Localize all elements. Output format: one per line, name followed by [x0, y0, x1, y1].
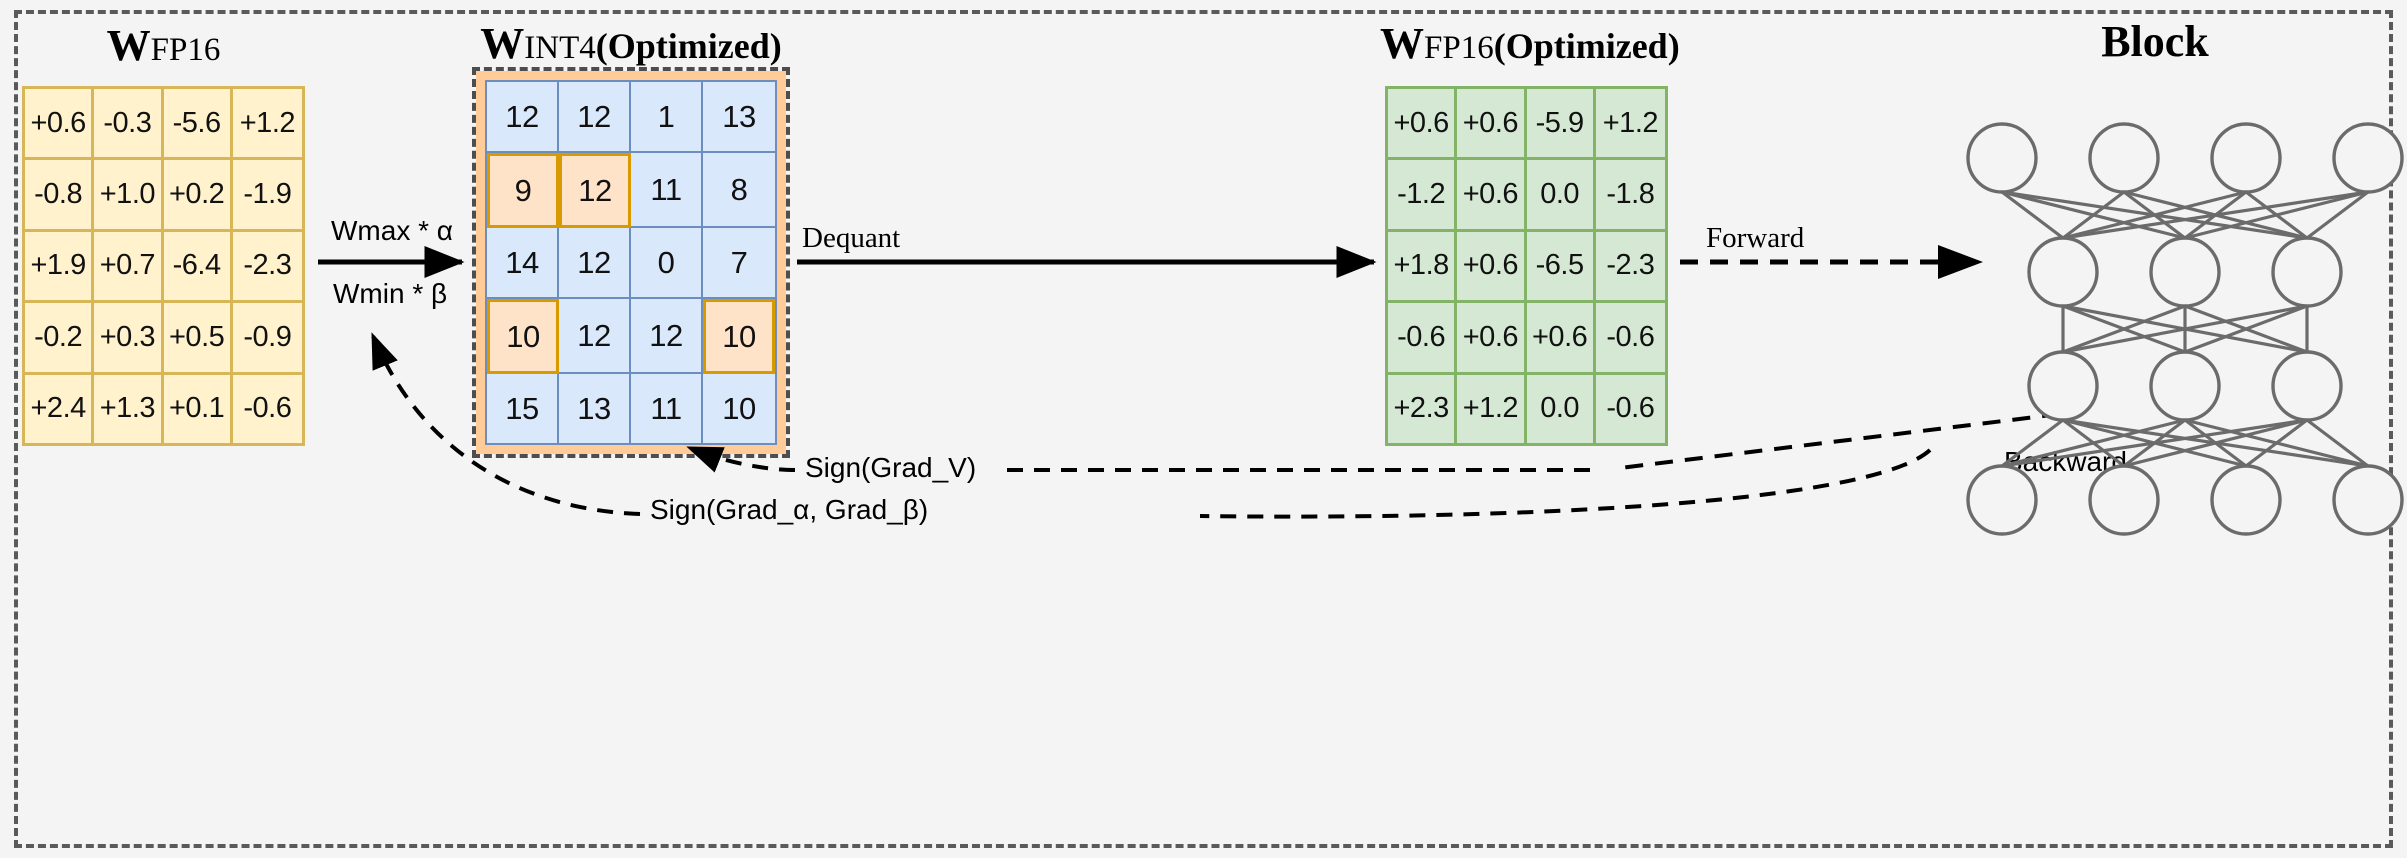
title-block-label: Block [2101, 17, 2209, 66]
matrix-cell: -0.9 [232, 303, 302, 375]
title-int4-paren: (Optimized) [595, 26, 782, 66]
matrix-cell: 12 [487, 82, 559, 153]
matrix-cell: -0.6 [1388, 303, 1458, 375]
matrix-cell: +0.6 [1457, 303, 1527, 375]
matrix-cell: 13 [703, 82, 775, 153]
outer-dashed-frame [14, 10, 2393, 848]
matrix-cell: +1.3 [94, 374, 164, 443]
matrix-cell: -0.6 [1595, 303, 1665, 375]
title-fp16-sub: FP16 [150, 32, 221, 68]
matrix-cell: 8 [703, 153, 775, 228]
matrix-cell: +0.6 [1457, 160, 1527, 232]
matrix-cell: +0.3 [94, 303, 164, 375]
matrix-cell: -1.9 [232, 160, 302, 232]
matrix-cell: -2.3 [232, 231, 302, 304]
matrix-cell: -6.5 [1526, 231, 1596, 304]
label-sign-grad-v: Sign(Grad_V) [805, 452, 977, 483]
matrix-cell: +1.8 [1388, 231, 1458, 304]
matrix-cell: 0 [631, 228, 703, 299]
matrix-cell: 10 [487, 299, 559, 374]
matrix-cell: +0.6 [1457, 89, 1527, 161]
label-backward: Backward [2004, 446, 2127, 477]
matrix-cell: -0.2 [25, 303, 95, 375]
matrix-cell: +1.2 [1457, 374, 1527, 443]
matrix-cell: +1.2 [232, 89, 302, 161]
matrix-cell: 11 [631, 374, 703, 443]
matrix-cell: 12 [559, 228, 631, 299]
matrix-cell: +1.9 [25, 231, 95, 304]
matrix-cell: 15 [487, 374, 559, 443]
matrix-cell: -1.2 [1388, 160, 1458, 232]
matrix-cell: -5.6 [163, 89, 233, 161]
label-forward: Forward [1706, 222, 1805, 254]
label-wmax-alpha: Wmax * α [331, 215, 453, 246]
matrix-cell: 0.0 [1526, 374, 1596, 443]
matrix-cell: -5.9 [1526, 89, 1596, 161]
title-block: Block [2050, 16, 2260, 67]
title-fp16-optimized: WFP16(Optimized) [1380, 18, 1680, 69]
matrix-cell: 12 [559, 153, 631, 228]
matrix-cell: -0.6 [232, 374, 302, 443]
title-fp16: WFP16 [22, 20, 305, 71]
matrix-cell: 10 [703, 374, 775, 443]
matrix-cell: 11 [631, 153, 703, 228]
matrix-cell: 12 [559, 299, 631, 374]
matrix-cell: -2.3 [1595, 231, 1665, 304]
matrix-cell: +0.6 [1526, 303, 1596, 375]
matrix-cell: -0.8 [25, 160, 95, 232]
matrix-cell: -0.6 [1595, 374, 1665, 443]
matrix-cell: 12 [559, 82, 631, 153]
matrix-cell: 14 [487, 228, 559, 299]
label-dequant: Dequant [802, 222, 901, 254]
label-wmin-beta: Wmin * β [333, 278, 448, 309]
matrix-cell: 10 [703, 299, 775, 374]
title-fp16o-sub: FP16 [1424, 30, 1494, 66]
matrix-cell: 7 [703, 228, 775, 299]
matrix-cell: +0.6 [25, 89, 95, 161]
matrix-cell: +1.0 [94, 160, 164, 232]
matrix-cell: +1.2 [1595, 89, 1665, 161]
matrix-cell: +0.6 [1388, 89, 1458, 161]
matrix-cell: 0.0 [1526, 160, 1596, 232]
matrix-cell: -1.8 [1595, 160, 1665, 232]
matrix-cell: 12 [631, 299, 703, 374]
matrix-cell: +0.7 [94, 231, 164, 304]
matrix-cell: +0.2 [163, 160, 233, 232]
title-fp16o-main: W [1380, 19, 1424, 68]
matrix-cell: +0.6 [1457, 231, 1527, 304]
matrix-cell: -0.3 [94, 89, 164, 161]
title-fp16-main: W [106, 21, 151, 70]
title-int4: WINT4(Optimized) [470, 18, 792, 69]
matrix-cell: 13 [559, 374, 631, 443]
matrix-cell: +2.4 [25, 374, 95, 443]
matrix-cell: 1 [631, 82, 703, 153]
title-int4-sub: INT4 [524, 30, 596, 66]
matrix-cell: 9 [487, 153, 559, 228]
matrix-cell: +2.3 [1388, 374, 1458, 443]
matrix-fp16: +0.6-0.3-5.6+1.2 -0.8+1.0+0.2-1.9 +1.9+0.7… [22, 86, 305, 446]
matrix-cell: +0.5 [163, 303, 233, 375]
matrix-cell: -6.4 [163, 231, 233, 304]
matrix-cell: +0.1 [163, 374, 233, 443]
title-fp16o-paren: (Optimized) [1493, 26, 1680, 66]
label-sign-grad-alpha-beta: Sign(Grad_α, Grad_β) [650, 494, 929, 525]
title-int4-main: W [480, 19, 525, 68]
